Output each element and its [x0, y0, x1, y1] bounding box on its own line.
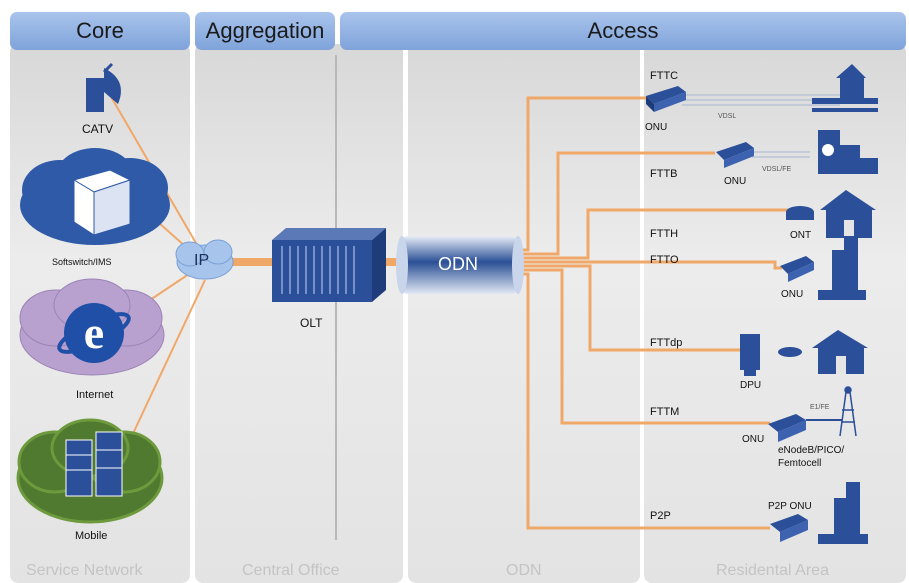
p2p-onu-label: P2P ONU: [768, 501, 812, 512]
olt-odn-link: [380, 258, 408, 266]
enodeb-label-line1: eNodeB/PICO/: [778, 445, 845, 456]
fttc-onu-label: ONU: [645, 122, 668, 133]
header-aggregation: Aggregation: [195, 12, 335, 50]
catv-label: CATV: [82, 122, 114, 136]
fttdp-dpu-icon: [740, 334, 760, 376]
fttc-building-icon: [812, 64, 878, 112]
ip-cloud: [175, 239, 234, 280]
fttb-building-icon: [818, 130, 878, 174]
mobile-server-icon: [65, 431, 123, 497]
footer-service-network: Service Network: [26, 562, 143, 579]
softswitch-server-icon: [72, 169, 132, 236]
access-fibers: [518, 96, 790, 530]
enodeb-tower-icon: [839, 386, 857, 437]
ftth-ont-icon: [786, 206, 814, 220]
p2p-label: P2P: [650, 510, 671, 522]
ftto-onu-label: ONU: [781, 289, 804, 300]
fttdp-house-icon: [778, 330, 868, 374]
footer-residential-area: Residental Area: [716, 562, 829, 579]
enodeb-label-line2: Femtocell: [778, 458, 822, 469]
olt-device: [272, 228, 386, 302]
mobile-label: Mobile: [75, 530, 108, 542]
header-core: Core: [10, 12, 190, 50]
central-office-panel: [195, 44, 403, 583]
ftth-house-icon: [820, 190, 876, 238]
fttb-onu-icon: [716, 142, 754, 168]
fttm-onu-icon: [768, 414, 806, 442]
vdsl-label: VDSL: [718, 113, 737, 120]
odn-label: ODN: [438, 254, 478, 274]
vdsl-fe-label: VDSL/FE: [762, 166, 792, 173]
internet-label: Internet: [76, 389, 114, 401]
ftth-ont-label: ONT: [790, 230, 812, 241]
residential-area-panel: [644, 44, 906, 583]
footer-central-office: Central Office: [242, 562, 340, 579]
olt-label: OLT: [300, 316, 323, 330]
fttm-onu-label: ONU: [742, 434, 765, 445]
fttdp-dpu-label: DPU: [740, 380, 762, 391]
softswitch-label: Softswitch/IMS: [52, 257, 112, 267]
fttb-label: FTTB: [650, 168, 678, 180]
catv-icon: [86, 62, 121, 112]
e1-fe-label: E1/FE: [810, 404, 830, 411]
ip-label: IP: [194, 252, 210, 269]
p2p-building-icon: [818, 482, 868, 544]
fttc-label: FTTC: [650, 70, 679, 82]
svg-text:e: e: [84, 307, 104, 358]
ftth-label: FTTH: [650, 228, 679, 240]
p2p-onu-icon: [770, 514, 808, 542]
header-access: Access: [340, 12, 906, 50]
fttb-onu-label: ONU: [724, 176, 747, 187]
ip-olt-link: [232, 258, 274, 266]
copper-links: [682, 94, 840, 158]
ftto-label: FTTO: [650, 254, 679, 266]
footer-odn: ODN: [506, 562, 542, 579]
ftto-onu-icon: [780, 256, 814, 282]
fttm-label: FTTM: [650, 406, 680, 418]
fttdp-label: FTTdp: [650, 337, 683, 349]
fttc-onu-icon: [646, 86, 686, 112]
odn-panel: [408, 44, 640, 583]
odn-cable: [402, 236, 518, 294]
internet-e-icon: e: [57, 303, 131, 363]
ftto-building-icon: [818, 236, 866, 300]
